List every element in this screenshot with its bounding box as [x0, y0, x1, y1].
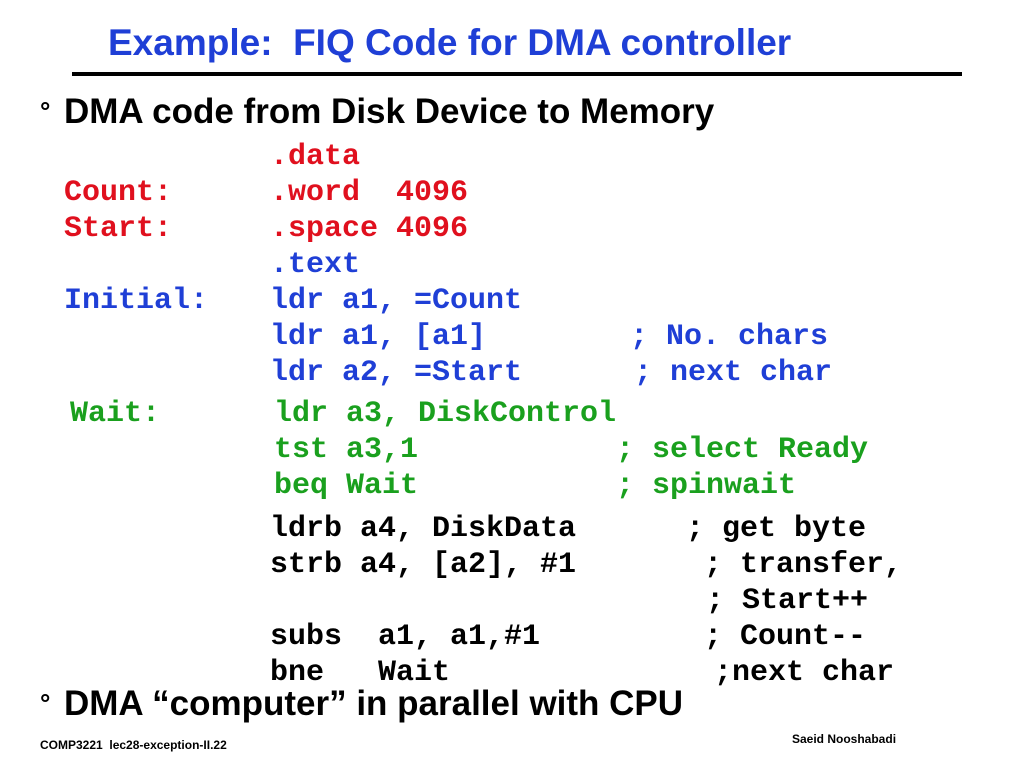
bullet-marker-1: ° — [40, 96, 51, 126]
code-count-label: Count: — [64, 176, 173, 210]
code-ldrb-instr: ldrb a4, DiskData — [270, 512, 577, 546]
code-wait-label: Wait: — [70, 397, 161, 431]
code-wait-instr: ldr a3, DiskControl — [274, 397, 617, 431]
code-tst-comment: ; select Ready — [616, 433, 869, 467]
code-beq-instr: beq Wait — [274, 469, 419, 503]
code-ldrb-comment: ; get byte — [686, 512, 867, 546]
code-start-inc-comment: ; Start++ — [706, 584, 869, 618]
code-subs-comment: ; Count-- — [704, 620, 867, 654]
code-initial-instr: ldr a1, =Count — [270, 284, 523, 318]
code-text-directive: .text — [270, 248, 361, 282]
code-start-label: Start: — [64, 212, 173, 246]
bullet-marker-2: ° — [40, 688, 51, 718]
code-tst-instr: tst a3,1 — [274, 433, 419, 467]
code-ldr-a2: ldr a2, =Start — [270, 356, 523, 390]
slide-title: Example: FIQ Code for DMA controller — [108, 22, 792, 63]
code-ldr-a1-comment: ; No. chars — [630, 320, 829, 354]
code-strb-comment: ; transfer, — [704, 548, 903, 582]
bullet-2-text: DMA “computer” in parallel with CPU — [64, 684, 684, 723]
bullet-1-text: DMA code from Disk Device to Memory — [64, 92, 715, 131]
code-start-instr: .space 4096 — [270, 212, 469, 246]
code-ldr-a2-comment: ; next char — [634, 356, 833, 390]
code-ldr-a1: ldr a1, [a1] — [270, 320, 487, 354]
code-bne-instr: bne Wait — [270, 656, 451, 690]
code-bne-comment: ;next char — [714, 656, 895, 690]
title-underline — [72, 72, 962, 76]
footer-course: COMP3221 lec28-exception-II.22 — [40, 738, 227, 752]
code-initial-label: Initial: — [64, 284, 209, 318]
code-strb-instr: strb a4, [a2], #1 — [270, 548, 577, 582]
code-beq-comment: ; spinwait — [616, 469, 797, 503]
code-subs-instr: subs a1, a1,#1 — [270, 620, 541, 654]
code-count-instr: .word 4096 — [270, 176, 469, 210]
footer-author: Saeid Nooshabadi — [792, 732, 897, 746]
code-data-directive: .data — [270, 140, 361, 174]
